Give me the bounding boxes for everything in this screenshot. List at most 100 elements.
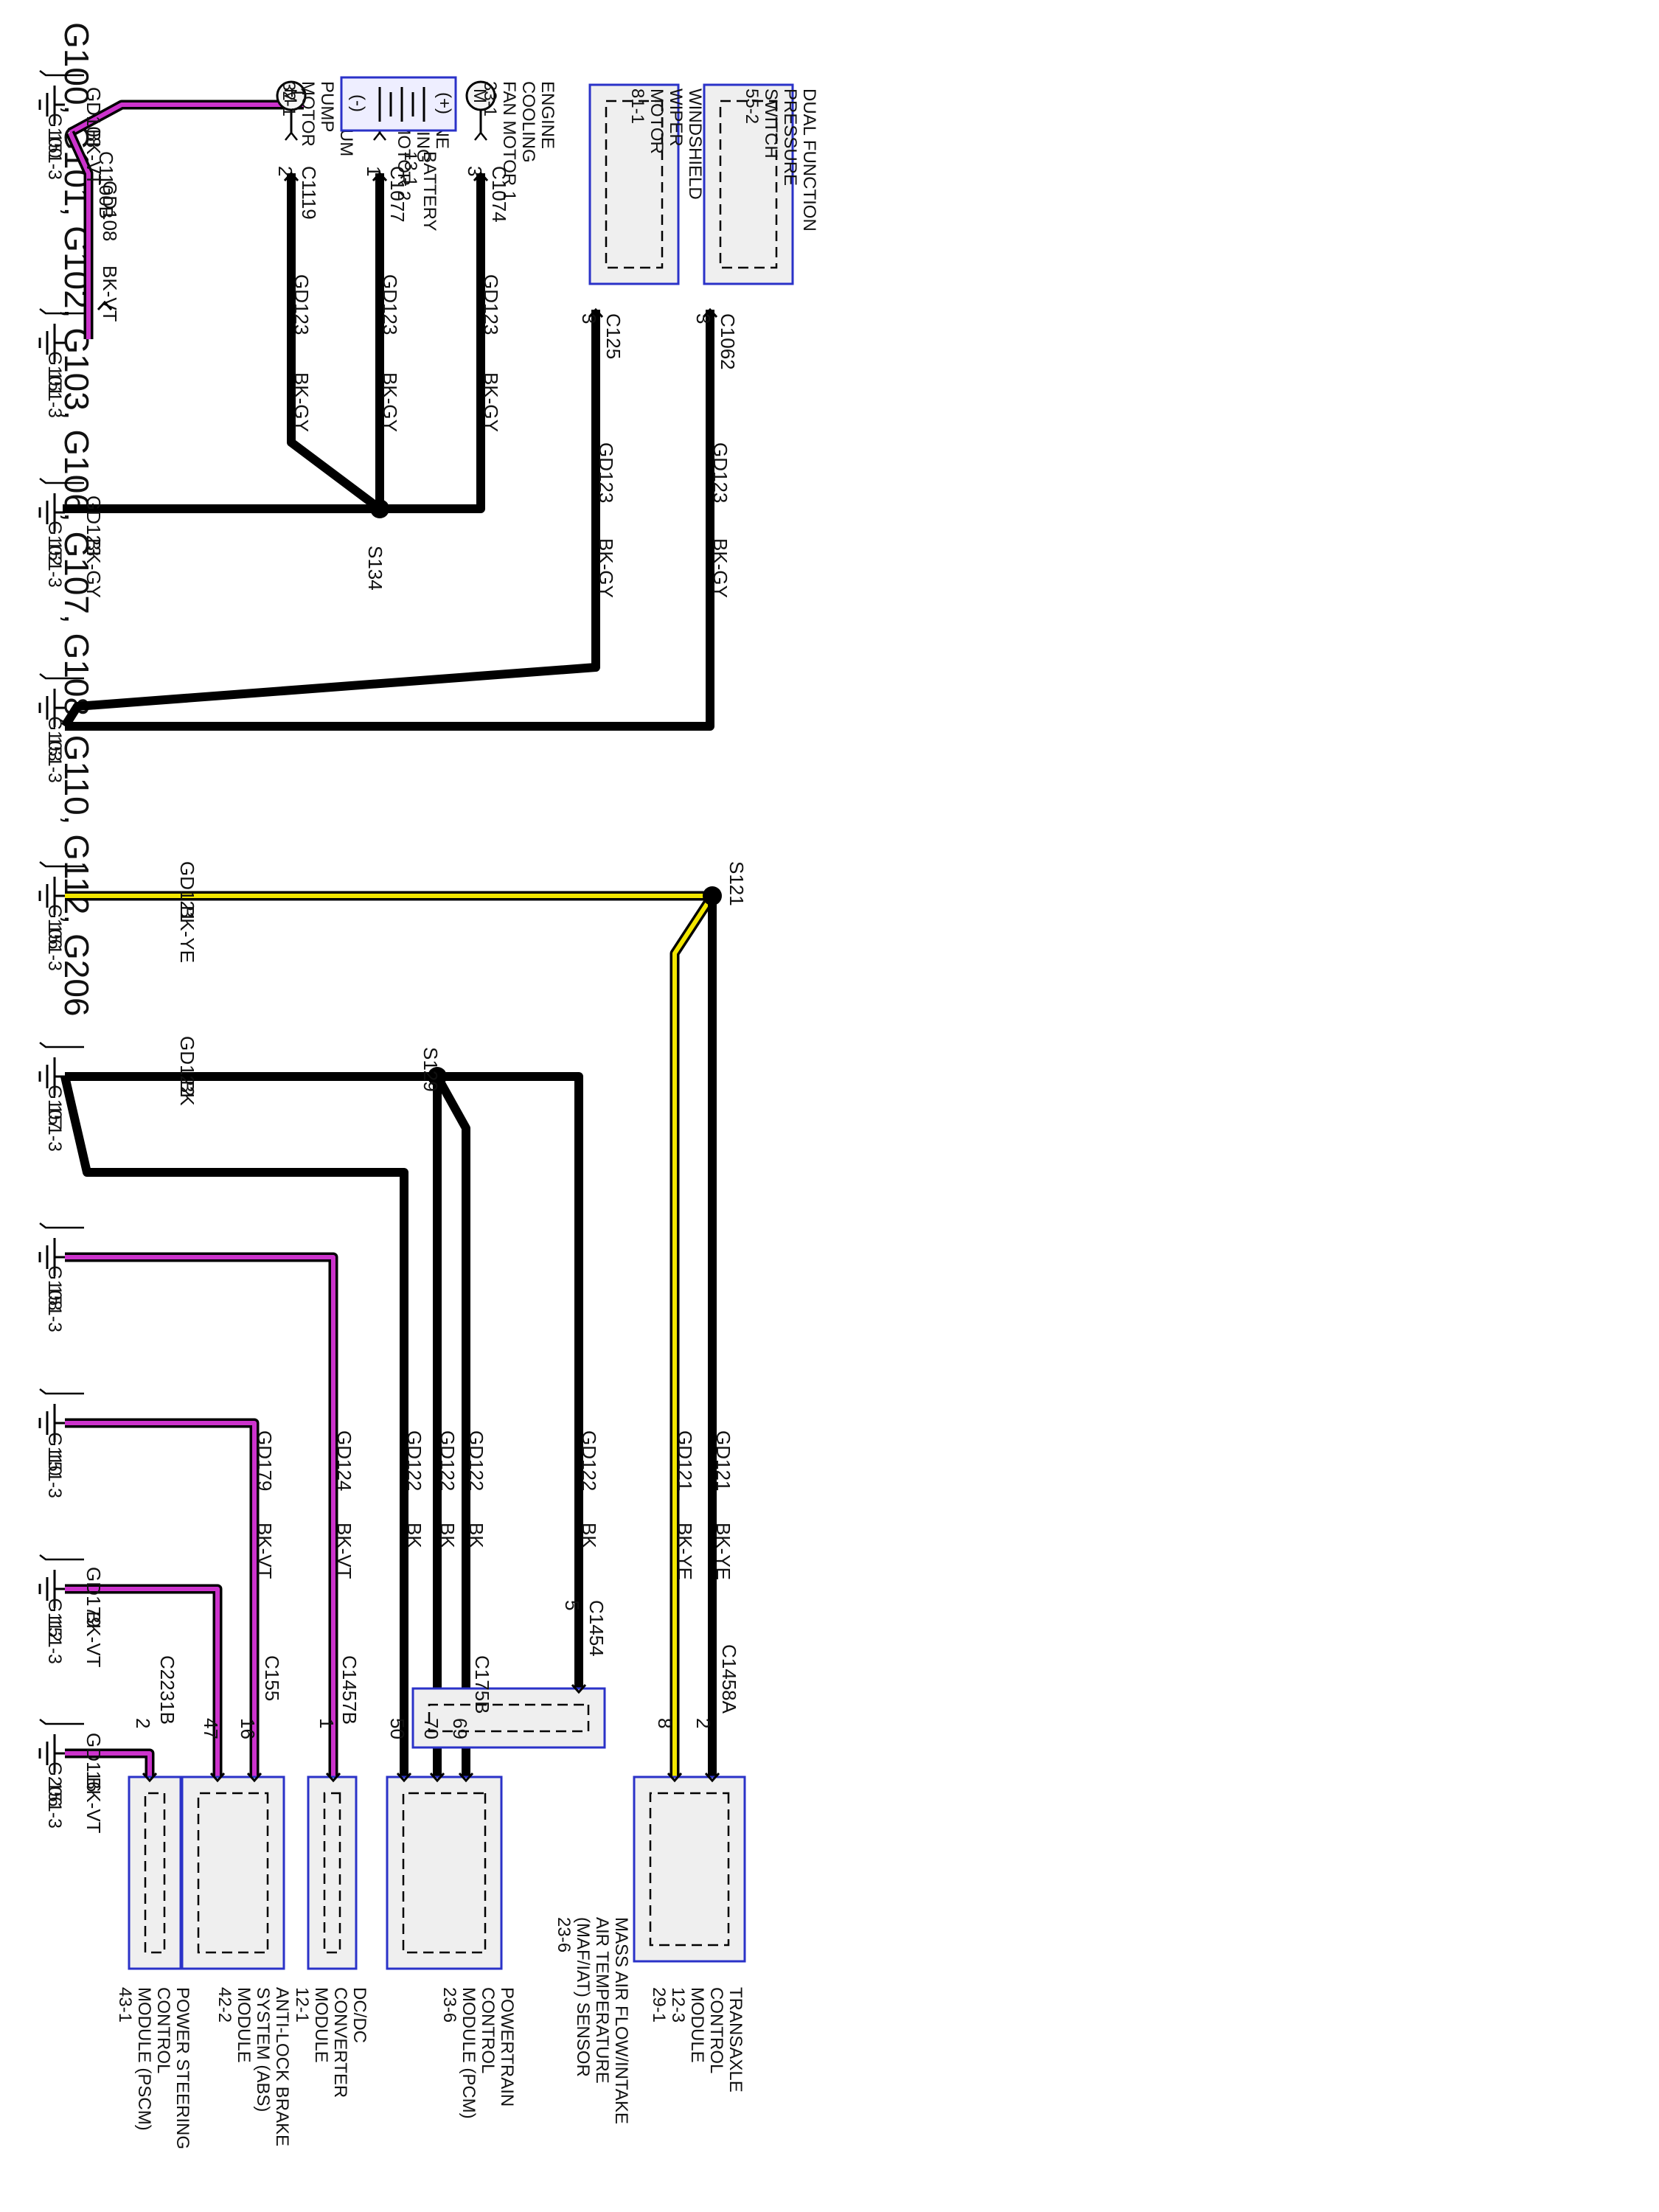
pin-tcm-b: 8 bbox=[654, 1718, 676, 1728]
ground-icon bbox=[38, 86, 56, 124]
label-bkvt-abs16: BK-VT bbox=[254, 1523, 276, 1579]
wire-gd122-pcm69 bbox=[433, 1074, 470, 1781]
label-gd123-vac: GD123 bbox=[291, 274, 313, 335]
label-bkye-tcm8: BK-YE bbox=[674, 1523, 696, 1580]
component-pscm-label-line: 43-1 bbox=[115, 1987, 135, 2023]
connector-icon bbox=[283, 171, 299, 182]
pin-battery: 1 bbox=[287, 87, 309, 97]
dual-function-pressure-switch bbox=[703, 83, 794, 285]
wire-gd108-ground bbox=[66, 131, 94, 339]
connector-icon bbox=[667, 1772, 683, 1783]
connector-c155: C155 bbox=[261, 1655, 283, 1701]
battery-negative: (-) bbox=[348, 94, 368, 112]
connector-icon bbox=[246, 1772, 262, 1783]
transaxle-control-module bbox=[633, 1775, 746, 1963]
connector-icon bbox=[325, 1772, 341, 1783]
label-bkgy-dual: BK-GY bbox=[709, 538, 731, 598]
connector-c1119: C1119 bbox=[298, 166, 320, 220]
label-gd121-tcm2: GD121 bbox=[712, 1430, 734, 1491]
motor-symbol: M bbox=[280, 88, 300, 103]
ground-ref: 151-3 bbox=[44, 1285, 65, 1332]
component-pscm-label-line: MODULE (PSCM) bbox=[134, 1987, 154, 2131]
ground-ref: 151-3 bbox=[44, 540, 65, 588]
label-gd124: GD124 bbox=[333, 1430, 355, 1491]
component-wiper-label-line: 81-1 bbox=[627, 88, 647, 124]
label-gd179-g112: GD179 bbox=[83, 1567, 105, 1627]
vacuum-pump-motor: M bbox=[276, 80, 307, 141]
label-gd122-g107: GD122 bbox=[176, 1036, 198, 1096]
wire-gd121-tcm8 bbox=[669, 893, 717, 1781]
pin-abs-b: 47 bbox=[200, 1718, 222, 1739]
component-abs-label-line: SYSTEM (ABS) bbox=[253, 1987, 273, 2112]
label-gd123-dual: GD123 bbox=[709, 442, 731, 503]
ground-ref: 151-3 bbox=[44, 1617, 65, 1664]
powertrain-control-module bbox=[386, 1775, 503, 1970]
component-wiper-label-line: WIPER bbox=[666, 88, 686, 147]
label-bk-g107: BK bbox=[176, 1080, 198, 1106]
component-vacuum-label-line: 32-1 bbox=[279, 81, 299, 116]
label-gd121-tcm8: GD121 bbox=[674, 1430, 696, 1491]
component-vacuum-label-line: MOTOR bbox=[298, 81, 318, 147]
component-tcm-label-line: TRANSAXLE bbox=[726, 1987, 745, 2093]
connector-c175b: C175B bbox=[471, 1655, 493, 1714]
label-gd108-a: GD108 bbox=[83, 87, 105, 147]
connector-c1458a: C1458A bbox=[718, 1644, 740, 1714]
wire-gd179-abs16 bbox=[65, 1418, 260, 1781]
ground-icon bbox=[38, 877, 56, 915]
ground-id: G108 bbox=[44, 1265, 65, 1310]
wire-layer-final bbox=[60, 100, 722, 1781]
component-fan1-label-line: ENGINE bbox=[538, 81, 557, 149]
wire-gd123-fan1 bbox=[380, 173, 485, 513]
component-dcdc-label-line: CONVERTER bbox=[330, 1987, 350, 2098]
component-pcm-label-line: MODULE (PCM) bbox=[459, 1987, 479, 2119]
pin-pcm-b: 70 bbox=[420, 1718, 442, 1739]
connector-icon bbox=[372, 171, 388, 182]
component-maf-label-line: (MAF/IAT) SENSOR bbox=[573, 1917, 593, 2077]
label-bkvt-b: BK-VT bbox=[99, 265, 121, 322]
component-dual-label-line: SWITCH bbox=[761, 88, 781, 159]
label-gd116: GD116 bbox=[83, 1733, 105, 1792]
connector-icon bbox=[396, 1772, 412, 1783]
label-gd122-maf: GD122 bbox=[578, 1430, 600, 1491]
ground-icon bbox=[38, 1570, 56, 1608]
ground-icon bbox=[38, 1238, 56, 1276]
connector-icon bbox=[571, 1683, 587, 1694]
pin-abs-a: 16 bbox=[237, 1718, 259, 1739]
label-bkvt-gd116: BK-VT bbox=[83, 1777, 105, 1834]
ground-icon bbox=[38, 689, 56, 727]
pin-pcm-c: 50 bbox=[386, 1718, 408, 1739]
component-abs-label-line: ANTI-LOCK BRAKE bbox=[272, 1987, 292, 2146]
ground-ref: 151-3 bbox=[44, 736, 65, 783]
component-pscm-label-line: CONTROL bbox=[153, 1987, 173, 2073]
pscm-module bbox=[128, 1775, 182, 1970]
windshield-wiper-motor bbox=[588, 83, 680, 285]
label-bkvt-a: BK-VT bbox=[83, 129, 105, 186]
connector-c2231b: C2231B bbox=[156, 1655, 178, 1725]
pin-wiper: 3 bbox=[578, 313, 600, 324]
connector-c125: C125 bbox=[602, 313, 625, 359]
pin-pscm: 2 bbox=[132, 1718, 154, 1728]
component-tcm-label-line: 12-3 bbox=[668, 1987, 688, 2023]
label-bkgy-g102: BK-GY bbox=[83, 538, 105, 598]
label-bk-pcm69: BK bbox=[465, 1523, 487, 1548]
motor-symbol: M bbox=[470, 88, 490, 103]
label-gd121-g106: GD121 bbox=[176, 861, 198, 922]
component-tcm-label-line: CONTROL bbox=[706, 1987, 726, 2073]
ground-symbols: G100151-3G101151-3G102151-3G103151-3G106… bbox=[38, 70, 84, 1829]
connector-icon bbox=[142, 1772, 158, 1783]
wire-gd108-battery-feed bbox=[67, 100, 304, 137]
label-gd122-pcm69: GD122 bbox=[465, 1430, 487, 1491]
component-abs-label-line: 42-2 bbox=[215, 1987, 234, 2023]
